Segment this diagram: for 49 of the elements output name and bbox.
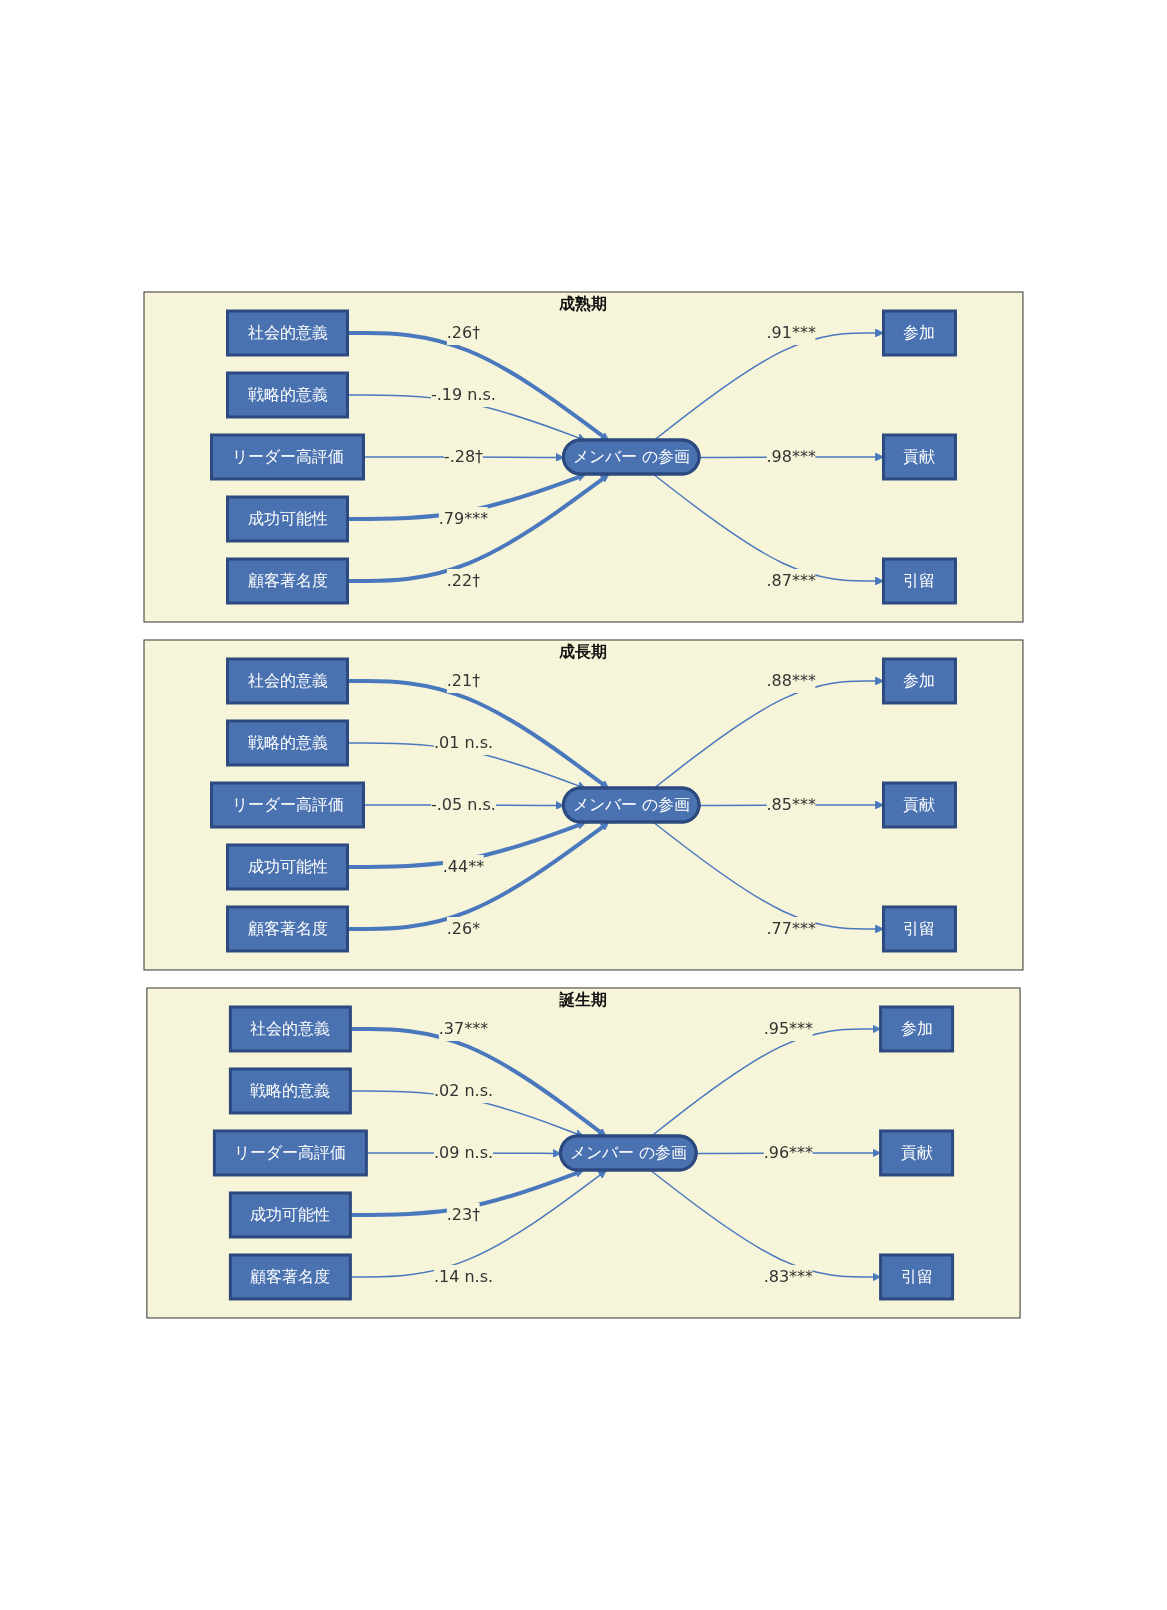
edge-label: .09 n.s.	[433, 1142, 494, 1162]
node-box: リーダー高評価	[210, 433, 365, 481]
node-box: 社会的意義	[226, 657, 349, 705]
arrow	[650, 1169, 881, 1282]
node-box: 引留	[882, 557, 957, 605]
node-box: 社会的意義	[228, 1005, 352, 1053]
node-box: 貢献	[882, 781, 957, 829]
edge-label: .21†	[446, 671, 481, 690]
node-box: 成功可能性	[228, 1191, 352, 1239]
edge-label: .87***	[766, 571, 816, 591]
edge-label: .01 n.s.	[433, 733, 494, 752]
edge-label: .98***	[766, 447, 816, 467]
edge-label: -.19 n.s.	[431, 385, 496, 405]
node-box: 参加	[882, 657, 957, 705]
edge-label: -.28†	[443, 447, 484, 467]
edge-label: .44**	[442, 857, 485, 876]
node-box: 引留	[882, 905, 957, 953]
edge-label: .22†	[446, 571, 481, 591]
edge-label: .85***	[766, 795, 816, 814]
node-box: 成功可能性	[226, 495, 349, 543]
node-box: リーダー高評価	[210, 781, 365, 829]
node-box: 顧客著名度	[226, 557, 349, 605]
node-box: 貢献	[882, 433, 957, 481]
node-box: 顧客著名度	[226, 905, 349, 953]
edge-label: .88***	[766, 671, 816, 690]
edge-label: .77***	[766, 919, 816, 938]
edge-label: .26†	[446, 323, 481, 343]
node-box: 顧客著名度	[228, 1253, 352, 1301]
node-box: 参加	[879, 1005, 955, 1053]
edge-label: .02 n.s.	[433, 1080, 494, 1100]
node-box: リーダー高評価	[212, 1129, 368, 1177]
node-box: 戦略的意義	[228, 1067, 352, 1115]
edge-label: .14 n.s.	[433, 1266, 494, 1286]
node-box: 戦略的意義	[226, 371, 349, 419]
node-box: 参加	[882, 309, 957, 357]
node-box: 引留	[879, 1253, 955, 1301]
edge-label: .83***	[763, 1266, 814, 1286]
node-box: 成功可能性	[226, 843, 349, 891]
node-box: 貢献	[879, 1129, 955, 1177]
edge-label: .96***	[763, 1142, 814, 1162]
node-box: 戦略的意義	[226, 719, 349, 767]
edge-label: .37***	[438, 1018, 489, 1038]
edge-label: .91***	[766, 323, 816, 343]
edge-label: .95***	[763, 1018, 814, 1038]
node-box: 社会的意義	[226, 309, 349, 357]
edge-label: .23†	[446, 1204, 481, 1224]
edge-label: -.05 n.s.	[431, 795, 496, 814]
edge-label: .79***	[438, 509, 489, 529]
edge-label: .26*	[446, 919, 481, 938]
